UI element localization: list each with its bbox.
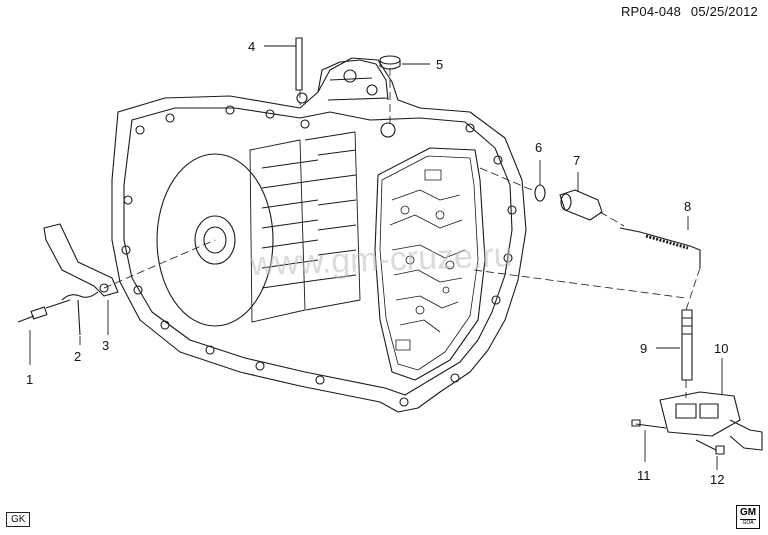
valve-body xyxy=(374,147,486,381)
transmission-case-outline xyxy=(111,57,527,413)
case-inner-flange xyxy=(123,107,513,396)
valve-body-channels xyxy=(389,169,466,351)
callout-11: 11 xyxy=(637,468,651,483)
diagram-ref: RP04-048 xyxy=(620,4,682,19)
case-top-boss xyxy=(317,59,389,101)
callout-6: 6 xyxy=(535,140,542,155)
diagram-header: RP04-048 05/25/2012 xyxy=(615,4,758,19)
callout-9: 9 xyxy=(640,341,647,356)
part-9-stud xyxy=(681,309,693,381)
diagram-date: 05/25/2012 xyxy=(690,4,758,19)
part-8-cable xyxy=(619,227,701,268)
input-shaft-bore-inner xyxy=(203,226,227,254)
alignment-lines xyxy=(103,68,701,398)
flange-bolt-holes xyxy=(121,105,517,407)
part-7-sleeve xyxy=(559,189,603,221)
part-10-sensor-assembly xyxy=(659,391,763,451)
part-6-o-ring xyxy=(534,184,546,202)
part-4-pin xyxy=(295,37,303,91)
callout-7: 7 xyxy=(573,153,580,168)
boss-hole-b xyxy=(366,84,378,96)
part-11-pin xyxy=(631,419,667,429)
input-shaft-bore xyxy=(194,215,236,265)
boss-hole-a xyxy=(343,69,357,83)
callout-5: 5 xyxy=(436,57,443,72)
part-3-shift-lever xyxy=(43,223,119,297)
gk-badge: GK xyxy=(6,512,31,527)
gm-logo-main: GM xyxy=(739,507,757,520)
callout-3: 3 xyxy=(102,338,109,353)
part-12-bolt xyxy=(695,439,725,455)
callout-1: 1 xyxy=(26,372,33,387)
valve-body-gasket xyxy=(379,155,479,371)
callout-8: 8 xyxy=(684,199,691,214)
drum-ribs xyxy=(249,131,361,323)
callout-4: 4 xyxy=(248,39,255,54)
gm-logo: GM GOA xyxy=(736,505,760,529)
boss-port xyxy=(380,122,396,138)
callout-10: 10 xyxy=(714,341,728,356)
bell-housing-opening xyxy=(156,153,274,327)
boss-hole-c xyxy=(296,92,308,104)
leader-lines xyxy=(29,45,723,470)
gm-logo-sub: GOA xyxy=(742,520,754,526)
callout-12: 12 xyxy=(710,472,724,487)
part-2-spring-clip xyxy=(61,291,99,336)
watermark: www.gm-cruze.ru xyxy=(248,236,513,283)
callout-2: 2 xyxy=(74,349,81,364)
part-1-shift-shaft xyxy=(17,299,71,323)
part-5-seal xyxy=(379,55,401,70)
